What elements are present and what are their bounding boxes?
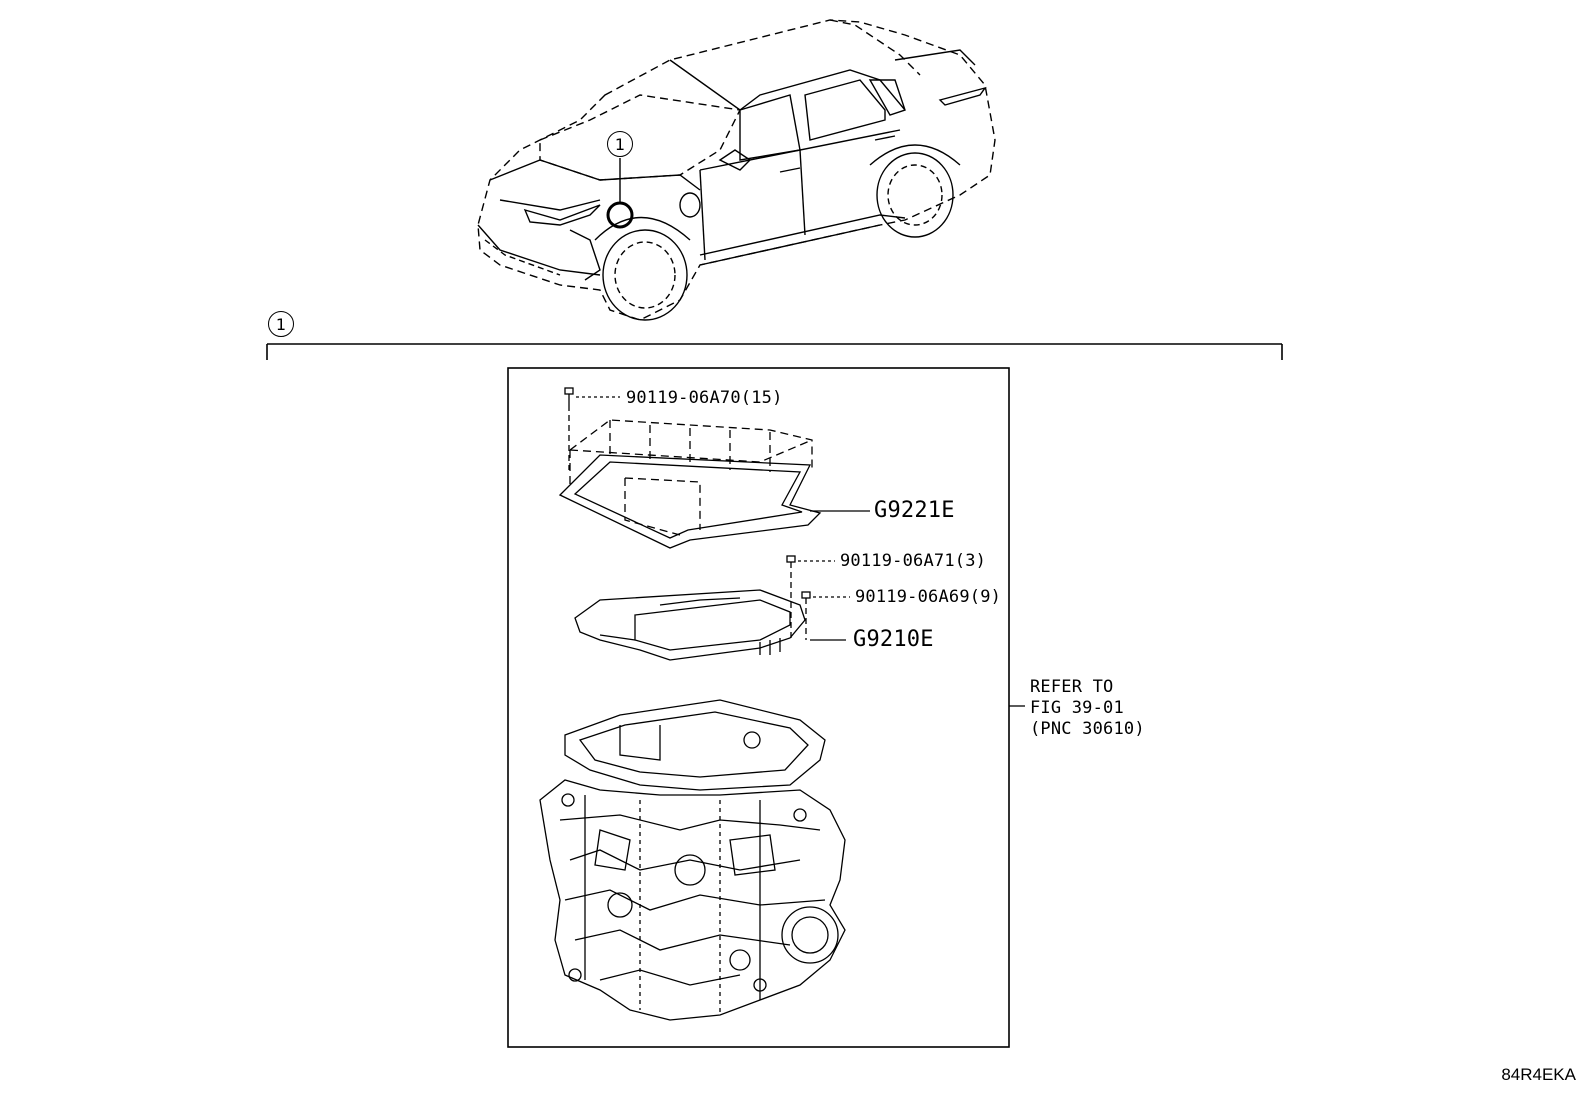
- bolt-c-drawing: [801, 591, 850, 640]
- bolt-b-drawing: [786, 555, 835, 640]
- cover-drawing: [558, 419, 870, 549]
- figure-code: 84R4EKA: [1501, 1065, 1576, 1084]
- cover-label: G9221E: [874, 498, 955, 523]
- bolt-a-drawing: [564, 387, 620, 470]
- bolt-c-label: 90119-06A69(9): [855, 587, 1002, 607]
- transaxle-housing-drawing: [539, 699, 846, 1021]
- bolt-a-label: 90119-06A70(15): [626, 388, 783, 408]
- vehicle-callout-index: 1: [607, 131, 633, 157]
- assembly-callout-index: 1: [268, 311, 294, 337]
- reference-line-3: (PNC 30610): [1030, 719, 1145, 739]
- vehicle-illustration: [477, 19, 996, 321]
- detail-frame: [507, 367, 1010, 1048]
- location-marker: [606, 201, 634, 229]
- inverter-drawing: [574, 589, 846, 661]
- reference-line-1: REFER TO: [1030, 677, 1114, 697]
- assembly-bracket: [266, 343, 1283, 360]
- bolt-b-label: 90119-06A71(3): [840, 551, 987, 571]
- reference-line-2: FIG 39-01: [1030, 698, 1124, 718]
- inverter-label: G9210E: [853, 627, 934, 652]
